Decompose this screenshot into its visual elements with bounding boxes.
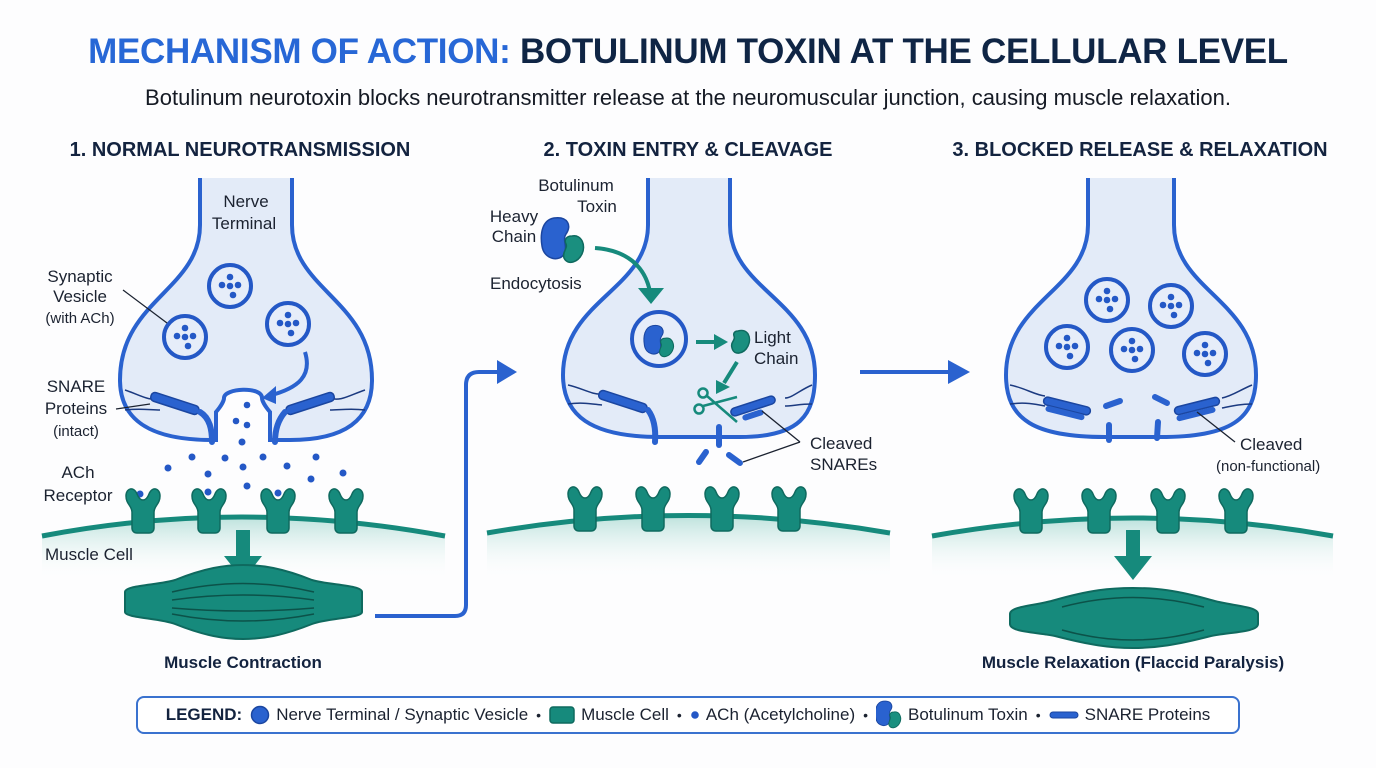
legend-item-ach: ACh (Acetylcholine): [690, 705, 855, 725]
snare-proteins-cleaved: [567, 384, 813, 466]
label-snare-1: SNARE: [47, 377, 106, 396]
panel-2-title: 2. TOXIN ENTRY & CLEAVAGE: [543, 139, 833, 161]
page-title: MECHANISM OF ACTION: BOTULINUM TOXIN AT …: [0, 32, 1376, 72]
teal-rect-icon: [549, 706, 575, 724]
subtitle: Botulinum neurotoxin blocks neurotransmi…: [145, 85, 1231, 110]
label-nerve-terminal-2: Terminal: [212, 214, 276, 233]
toxin-kidney-icon: [876, 700, 902, 729]
label-snare-3: (intact): [53, 423, 99, 440]
muscle-cell-membrane: [41, 514, 446, 539]
label-heavy-chain-2: Chain: [492, 227, 536, 246]
label-muscle-cell: Muscle Cell: [45, 545, 133, 564]
outcome-muscle-contraction: Muscle Contraction: [164, 653, 322, 672]
light-chain: [730, 329, 751, 354]
ach-molecules: [136, 438, 347, 498]
label-toxin-1: Botulinum: [538, 176, 614, 195]
label-ach-1: ACh: [61, 463, 94, 482]
panel-2-diagram: Botulinum Toxin Heavy Chain Endocytosis …: [486, 176, 891, 580]
small-dot-icon: [691, 711, 699, 719]
legend-separator: •: [863, 707, 869, 723]
snare-bar-icon: [1049, 711, 1079, 719]
contracted-muscle: [124, 563, 363, 641]
label-synaptic-vesicle-2: Vesicle: [53, 287, 107, 306]
snare-proteins-nonfunctional: [1009, 384, 1253, 443]
label-synaptic-vesicle-3: (with ACh): [45, 310, 114, 327]
flow-arrow-1-to-2: [375, 370, 500, 618]
arrow-head-icon: [948, 360, 970, 384]
label-snare-2: Proteins: [45, 399, 107, 418]
title-part-1: MECHANISM OF ACTION:: [88, 32, 511, 71]
synaptic-vesicle: [1109, 327, 1155, 373]
legend-label-muscle: Muscle Cell: [581, 705, 669, 724]
label-toxin-2: Toxin: [577, 197, 617, 216]
legend-separator: •: [676, 707, 682, 723]
synaptic-vesicle: [1044, 324, 1090, 370]
label-cleaved-2: (non-functional): [1216, 458, 1320, 475]
label-endocytosis: Endocytosis: [490, 274, 582, 293]
snare-proteins-intact: [124, 389, 366, 445]
label-nerve-terminal-1: Nerve: [223, 192, 268, 211]
legend: LEGEND: Nerve Terminal / Synaptic Vesicl…: [136, 696, 1240, 734]
panel-3-title: 3. BLOCKED RELEASE & RELAXATION: [952, 139, 1328, 161]
legend-separator: •: [536, 707, 542, 723]
arrow-head-icon: [497, 360, 517, 384]
synaptic-vesicle: [162, 314, 208, 360]
synaptic-vesicle: [1084, 277, 1130, 323]
botulinum-toxin: [540, 216, 585, 264]
synaptic-vesicle: [207, 263, 253, 309]
title-part-2: BOTULINUM TOXIN AT THE CELLULAR LEVEL: [519, 32, 1288, 71]
label-light-chain-2: Chain: [754, 349, 798, 368]
synaptic-vesicle: [265, 301, 311, 347]
label-cleaved-1: Cleaved: [1240, 435, 1302, 454]
relaxed-muscle: [1009, 586, 1259, 650]
panel-1-diagram: Nerve Terminal Synaptic Vesicle (with AC…: [41, 178, 446, 672]
panel-1-title: 1. NORMAL NEUROTRANSMISSION: [69, 139, 411, 161]
release-arrow: [267, 351, 309, 398]
synaptic-vesicle: [1182, 331, 1228, 377]
label-light-chain-1: Light: [754, 328, 791, 347]
nerve-terminal: [560, 178, 818, 439]
label-ach-2: Receptor: [44, 486, 113, 505]
endocytosis-arrow: [594, 246, 652, 293]
legend-label-nerve: Nerve Terminal / Synaptic Vesicle: [276, 705, 529, 724]
label-cleaved-1: Cleaved: [810, 434, 872, 453]
legend-item-muscle: Muscle Cell: [549, 705, 669, 725]
synaptic-vesicle: [1148, 283, 1194, 329]
label-synaptic-vesicle-1: Synaptic: [47, 267, 113, 286]
legend-item-snare: SNARE Proteins: [1049, 705, 1211, 725]
legend-item-nerve: Nerve Terminal / Synaptic Vesicle: [250, 705, 528, 725]
legend-item-toxin: Botulinum Toxin: [876, 700, 1028, 730]
muscle-cell-membrane: [486, 513, 891, 536]
muscle-cell-membrane: [931, 515, 1334, 539]
label-cleaved-2: SNAREs: [810, 455, 877, 474]
label-heavy-chain-1: Heavy: [490, 207, 539, 226]
outcome-muscle-relaxation: Muscle Relaxation (Flaccid Paralysis): [982, 653, 1284, 672]
scissors-icon: [693, 387, 738, 423]
legend-label-snare: SNARE Proteins: [1084, 705, 1211, 724]
legend-title: LEGEND:: [165, 705, 243, 724]
panel-3-diagram: Cleaved (non-functional) Muscle Relaxati…: [931, 178, 1334, 672]
legend-separator: •: [1035, 707, 1041, 723]
legend-label-ach: ACh (Acetylcholine): [705, 705, 856, 724]
nerve-terminal: [117, 178, 375, 442]
down-arrow-icon: [1114, 556, 1152, 580]
legend-label-toxin: Botulinum Toxin: [908, 705, 1028, 724]
blue-circle-icon: [250, 705, 270, 725]
